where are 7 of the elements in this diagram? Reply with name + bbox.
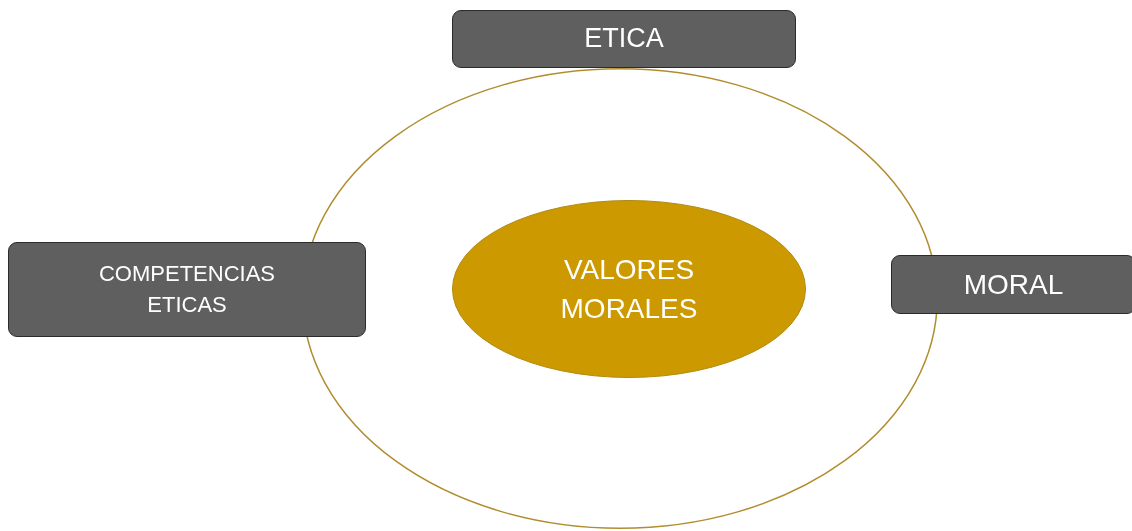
concept-label: ETICA — [584, 22, 664, 56]
concept-box — [891, 255, 1132, 314]
concept-label: MORAL — [963, 267, 1064, 302]
concept-label: VALORES MORALES — [559, 252, 699, 326]
concept-box — [8, 242, 366, 337]
concept-box — [452, 10, 796, 68]
concept-label: COMPETENCIAS ETICAS — [98, 259, 276, 319]
